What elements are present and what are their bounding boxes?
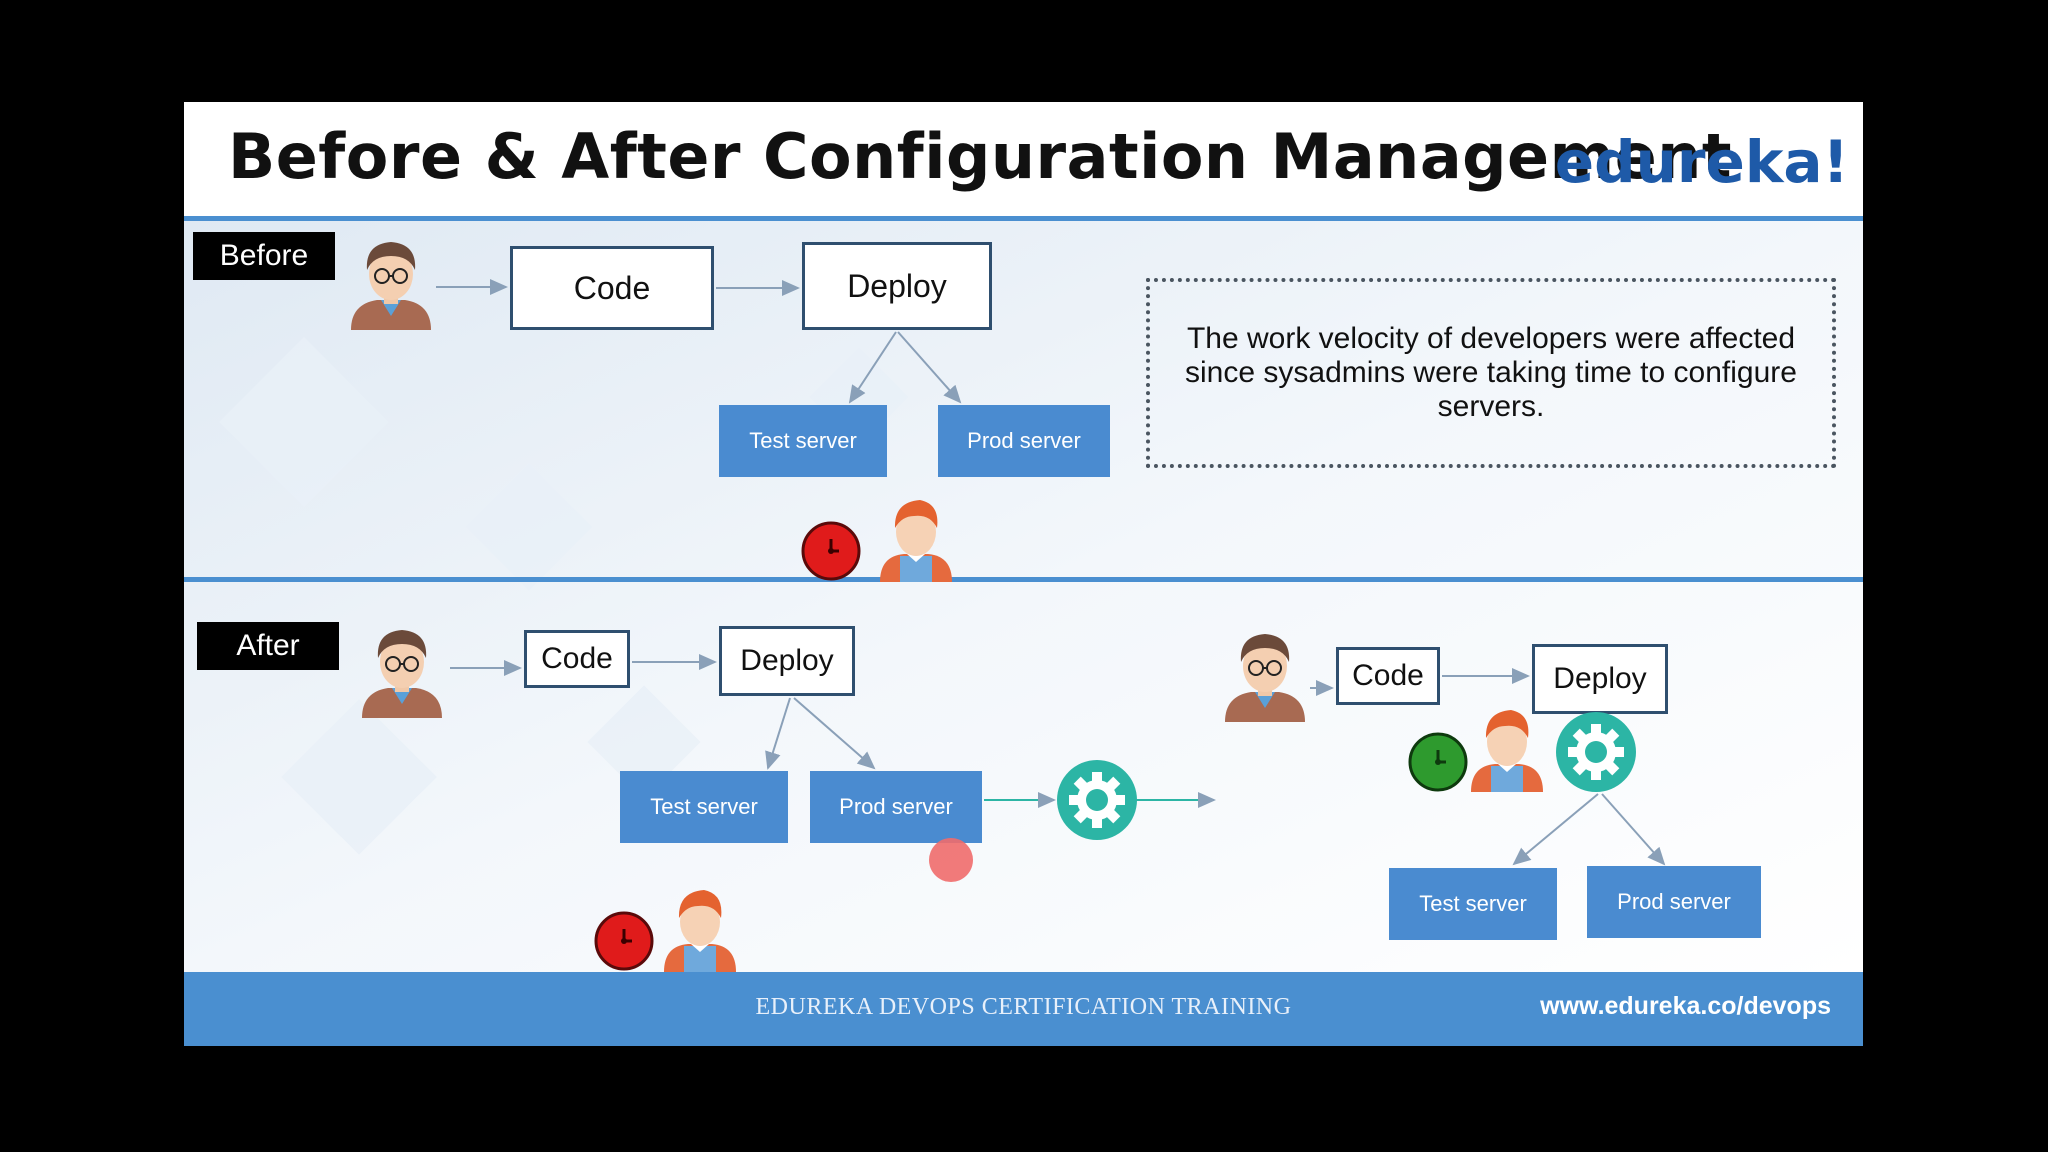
clock-icon [594,911,654,971]
diagram-overlay [350,241,1666,972]
developer-icon [1224,633,1306,723]
clock-icon [1408,732,1468,792]
after-test-server: Test server [620,771,788,843]
before-prod-server: Prod server [938,405,1110,477]
note-box: The work velocity of developers were aff… [1146,278,1836,468]
sysadmin-icon [664,890,736,972]
before-tag: Before [193,232,335,280]
after-tag: After [197,622,339,670]
after-deploy-box: Deploy [719,626,855,696]
gear-icon [1556,712,1636,792]
footer-bar: EDUREKA DEVOPS CERTIFICATION TRAINING ww… [184,972,1863,1046]
after-prod-server-2: Prod server [1587,866,1761,938]
section-divider [184,577,1863,582]
slide-title: Before & After Configuration Management [228,120,1733,193]
footer-url[interactable]: www.edureka.co/devops [1540,992,1831,1020]
sysadmin-icon [1471,710,1543,792]
slide: Before & After Configuration Management … [184,102,1863,1046]
after-prod-server: Prod server [810,771,982,843]
sysadmin-icon [880,500,952,582]
developer-icon [361,629,443,719]
before-code-box: Code [510,246,714,330]
developer-icon [350,241,432,331]
after-test-server-2: Test server [1389,868,1557,940]
after-code-box-2: Code [1336,647,1440,705]
before-test-server: Test server [719,405,887,477]
header-divider [184,216,1863,221]
after-code-box: Code [524,630,630,688]
footer-title: EDUREKA DEVOPS CERTIFICATION TRAINING [755,994,1292,1020]
after-deploy-box-2: Deploy [1532,644,1668,714]
edureka-logo: edureka! [1554,128,1849,196]
before-deploy-box: Deploy [802,242,992,330]
gear-icon [1057,760,1137,840]
pointer-dot [929,838,973,882]
clock-icon [801,521,861,581]
